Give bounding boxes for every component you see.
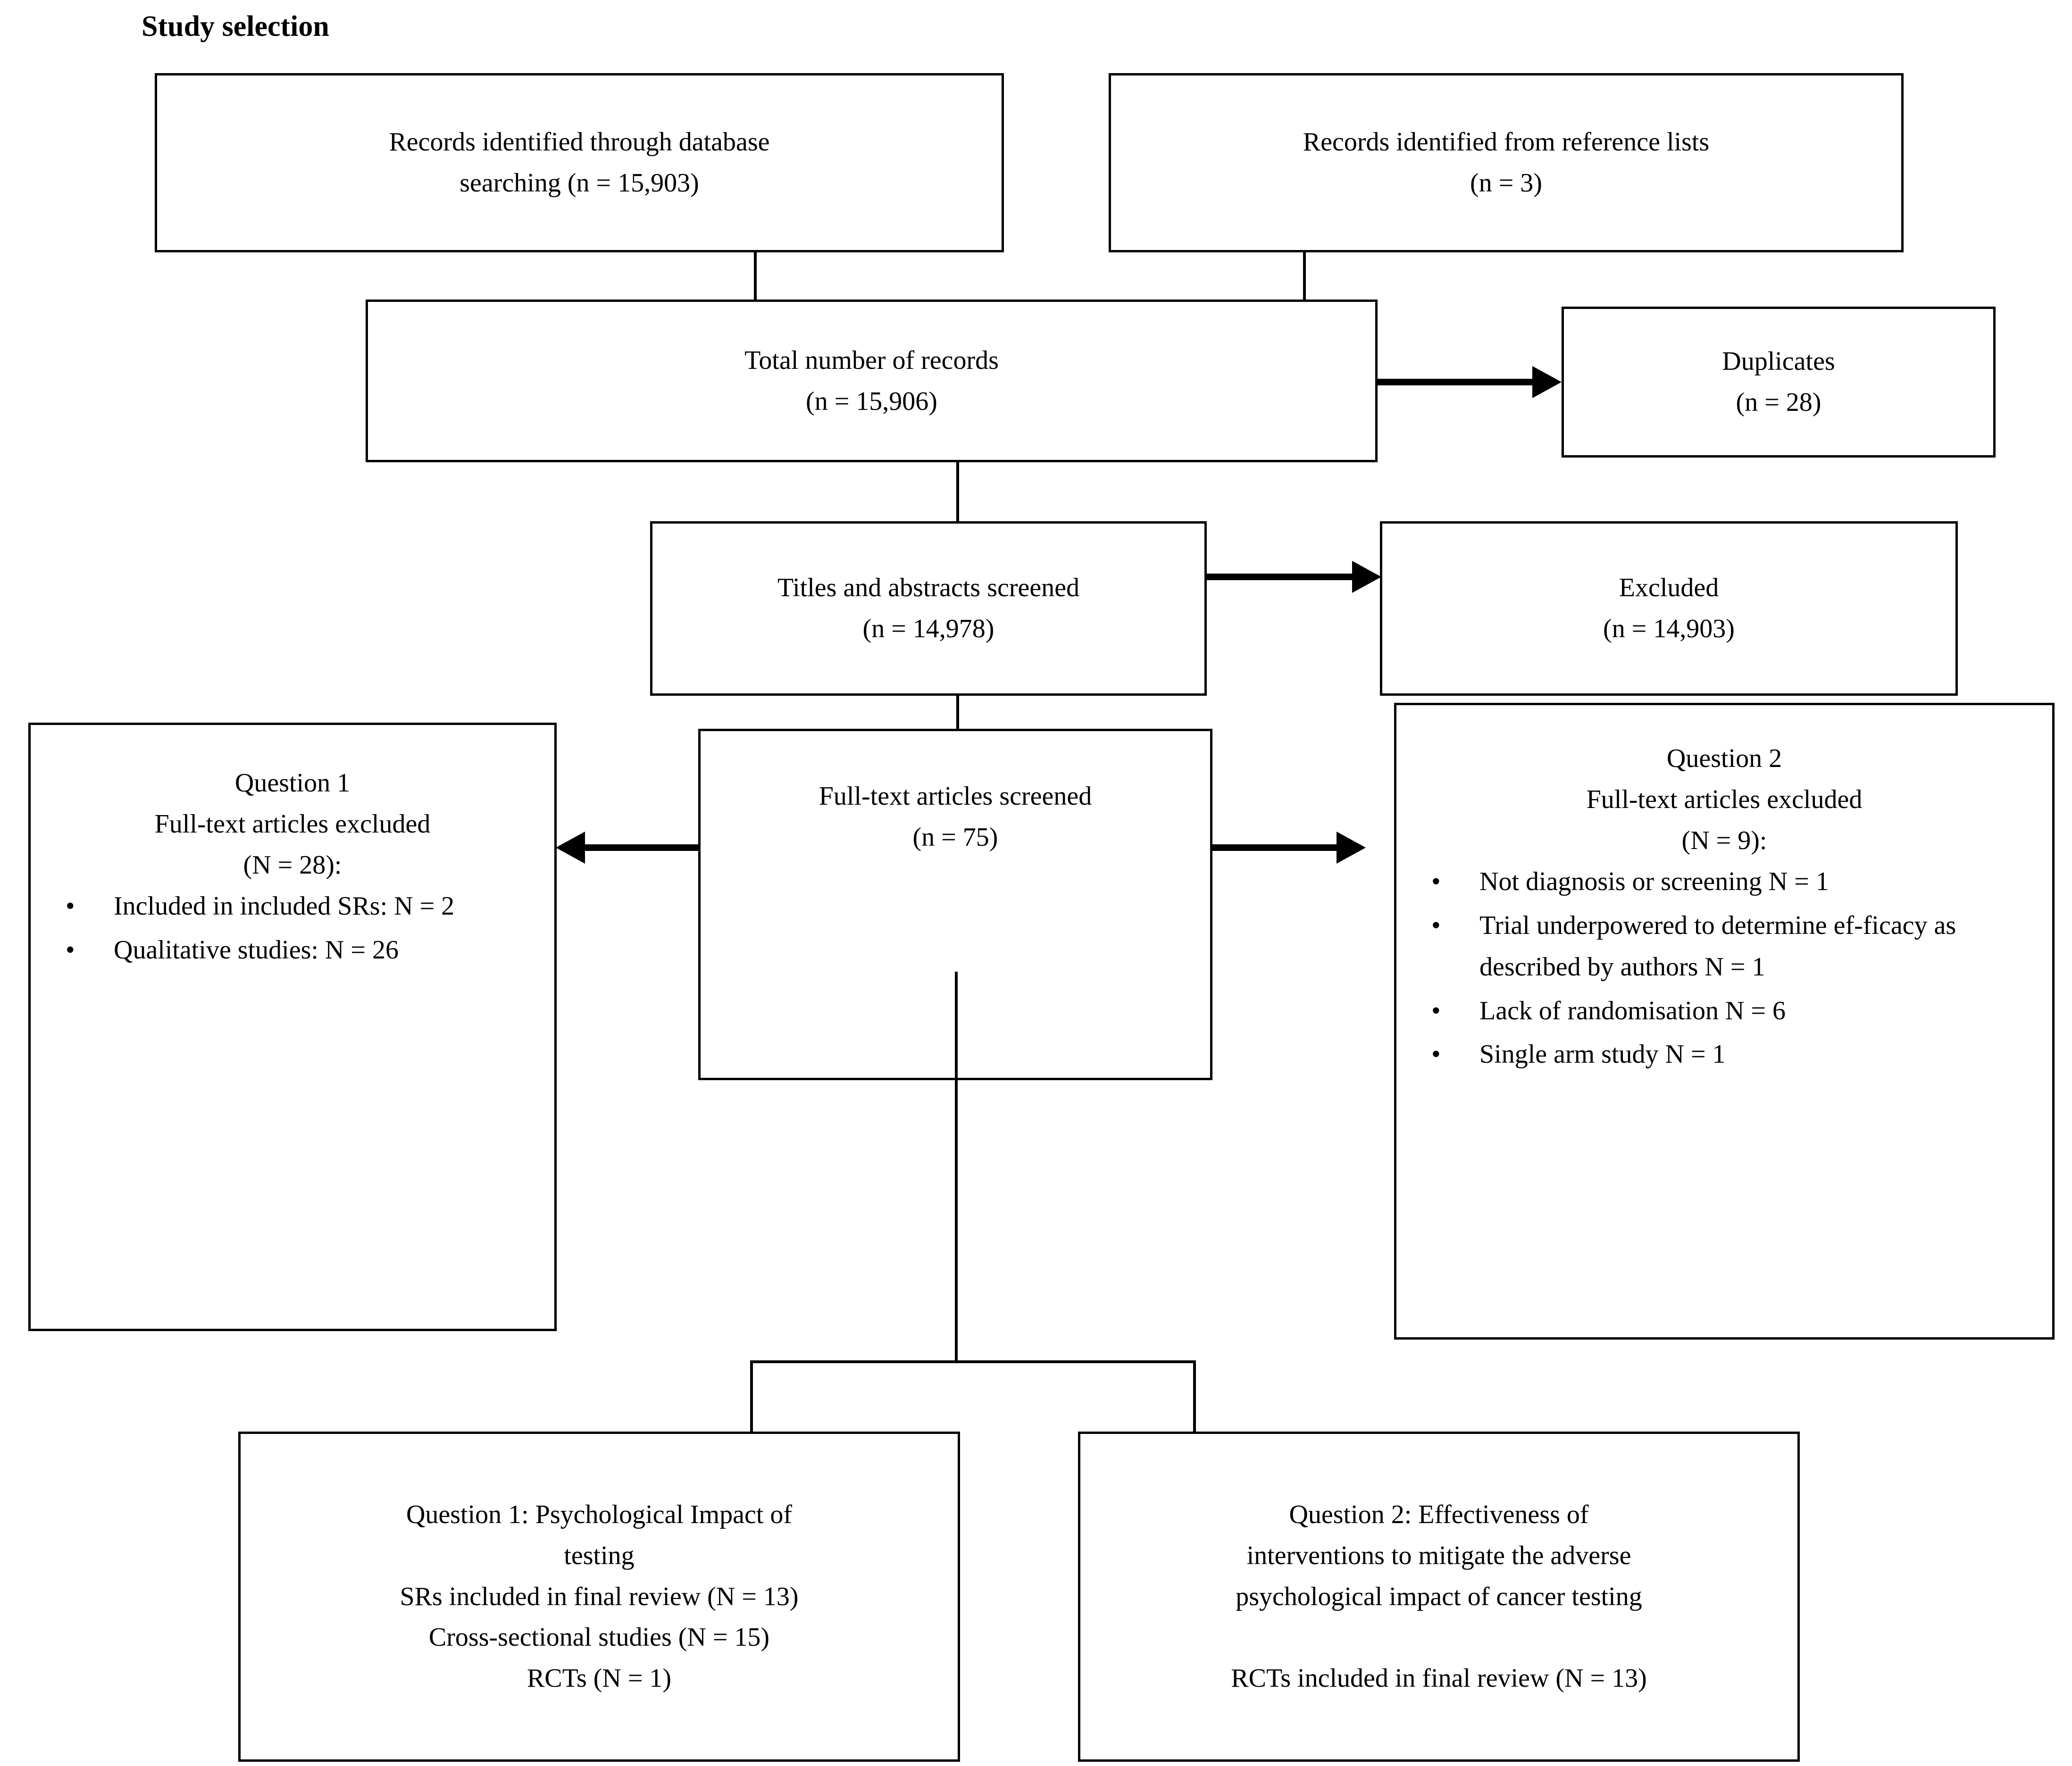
question2-included-line4 <box>1093 1617 1785 1658</box>
question2-included-line5: RCTs included in final review (N = 13) <box>1231 1664 1647 1693</box>
excluded-line1: Excluded <box>1619 573 1719 603</box>
connector-total-to-titles <box>956 461 959 546</box>
titles-abstracts-line2: (n = 14,978) <box>862 614 994 643</box>
fulltext-screened-line2: (n = 75) <box>912 822 998 852</box>
question2-included-line2: interventions to mitigate the adverse <box>1246 1541 1631 1570</box>
box-question1-included: Question 1: Psychological Impact of test… <box>238 1432 960 1762</box>
duplicates-line1: Duplicates <box>1722 347 1835 376</box>
box-question2-included: Question 2: Effectiveness of interventio… <box>1078 1432 1800 1762</box>
arrow-fulltext-to-question1-icon <box>556 832 585 864</box>
records-reference-line2: (n = 3) <box>1470 168 1542 198</box>
duplicates-line2: (n = 28) <box>1736 388 1821 417</box>
excluded-line2: (n = 14,903) <box>1603 614 1735 643</box>
question2-included-line1: Question 2: Effectiveness of <box>1289 1500 1589 1529</box>
total-records-line2: (n = 15,906) <box>806 386 937 416</box>
question1-included-line1: Question 1: Psychological Impact of <box>406 1500 793 1529</box>
list-item: Qualitative studies: N = 26 <box>43 929 542 971</box>
total-records-line1: Total number of records <box>744 345 999 375</box>
question1-excluded-line3: (N = 28): <box>243 850 342 880</box>
records-database-line1: Records identified through database <box>389 127 770 157</box>
question1-included-line2: testing <box>564 1541 635 1570</box>
question2-excluded-bullet-list: Not diagnosis or screening N = 1 Trial u… <box>1409 861 2040 1077</box>
question1-included-line4: Cross-sectional studies (N = 15) <box>428 1623 770 1652</box>
question1-excluded-line1: Question 1 <box>234 768 351 798</box>
connector-database-to-total <box>754 252 757 337</box>
connector-branch-left-down <box>750 1360 753 1433</box>
records-reference-line1: Records identified from reference lists <box>1303 127 1710 157</box>
question2-excluded-line1: Question 2 <box>1666 744 1782 773</box>
connector-fulltext-to-question1 <box>585 844 701 851</box>
question1-excluded-bullet-list: Included in included SRs: N = 2 Qualitat… <box>43 885 542 973</box>
records-database-line2: searching (n = 15,903) <box>460 168 699 198</box>
connector-fulltext-stem-down <box>955 972 958 1363</box>
list-item: Lack of randomisation N = 6 <box>1409 990 2040 1032</box>
box-duplicates: Duplicates (n = 28) <box>1562 307 1996 458</box>
arrow-fulltext-to-question2-icon <box>1337 832 1366 864</box>
box-records-identified-database: Records identified through database sear… <box>155 73 1004 252</box>
box-question2-excluded: Question 2 Full-text articles excluded (… <box>1394 703 2055 1340</box>
connector-branch-right-down <box>1193 1360 1196 1497</box>
box-total-records: Total number of records (n = 15,906) <box>366 300 1378 462</box>
list-item: Included in included SRs: N = 2 <box>43 885 542 927</box>
question2-included-line3: psychological impact of cancer testing <box>1236 1582 1642 1611</box>
question1-excluded-line2: Full-text articles excluded <box>154 809 431 839</box>
arrow-titles-to-excluded-icon <box>1352 561 1381 593</box>
box-excluded: Excluded (n = 14,903) <box>1380 521 1958 696</box>
fulltext-screened-line1: Full-text articles screened <box>819 782 1092 811</box>
box-records-identified-reference: Records identified from reference lists … <box>1109 73 1904 252</box>
list-item: Single arm study N = 1 <box>1409 1033 2040 1075</box>
titles-abstracts-line1: Titles and abstracts screened <box>777 573 1080 603</box>
connector-fulltext-to-question2 <box>1211 844 1337 851</box>
connector-reference-to-total <box>1303 252 1306 337</box>
page-title: Study selection <box>142 10 329 42</box>
list-item: Not diagnosis or screening N = 1 <box>1409 861 2040 903</box>
box-question1-excluded: Question 1 Full-text articles excluded (… <box>28 723 557 1331</box>
question2-excluded-line3: (N = 9): <box>1681 825 1767 855</box>
list-item: Trial underpowered to determine ef-ficac… <box>1409 905 2040 988</box>
box-titles-abstracts-screened: Titles and abstracts screened (n = 14,97… <box>650 521 1207 696</box>
box-fulltext-screened: Full-text articles screened (n = 75) <box>698 729 1212 1080</box>
connector-branch-horizontal <box>750 1360 1196 1363</box>
question2-excluded-line2: Full-text articles excluded <box>1586 784 1863 814</box>
question1-included-line3: SRs included in final review (N = 13) <box>400 1582 799 1611</box>
question1-included-line5: RCTs (N = 1) <box>526 1664 672 1693</box>
connector-total-to-duplicates <box>1377 379 1532 385</box>
arrow-total-to-duplicates-icon <box>1532 366 1562 398</box>
connector-titles-to-excluded <box>1206 574 1352 580</box>
